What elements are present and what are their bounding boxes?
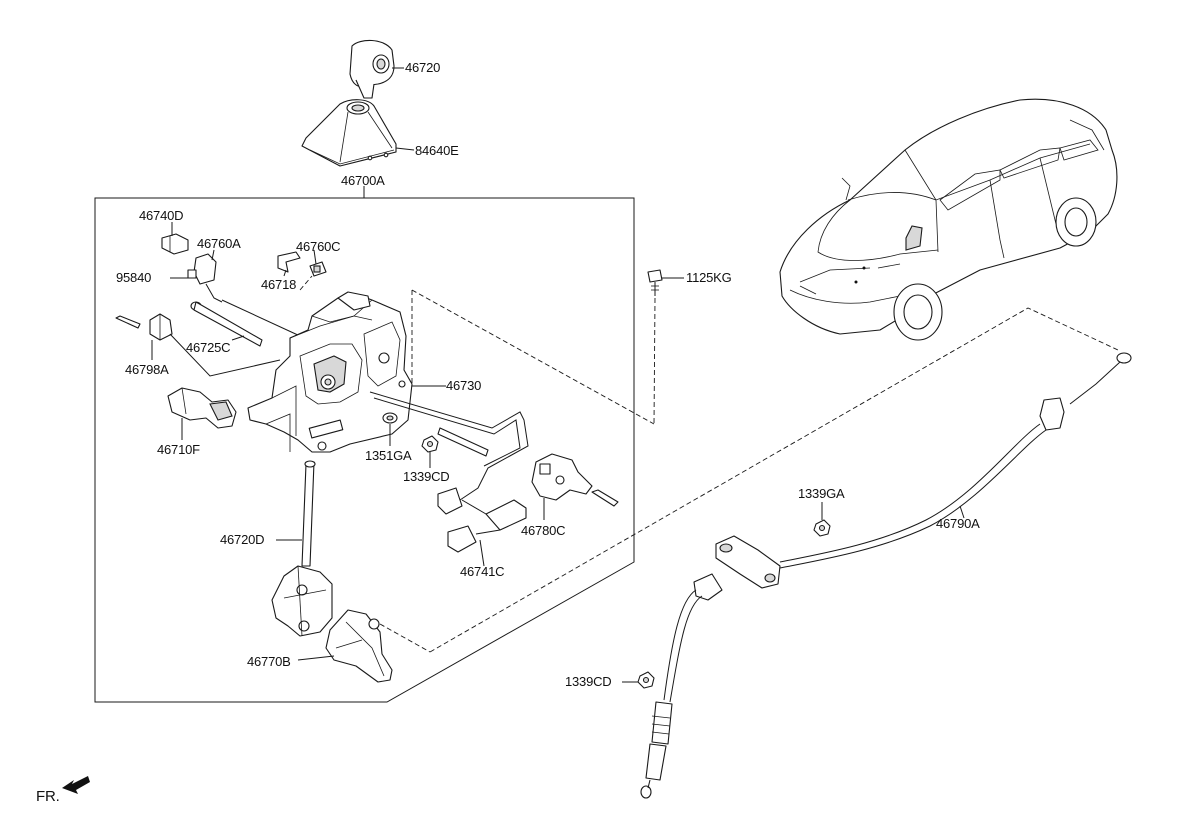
dashed-guide-cable bbox=[429, 307, 1119, 653]
assembly-border bbox=[94, 197, 635, 703]
shifter-housing-part bbox=[247, 291, 446, 453]
label-95840: 95840 bbox=[116, 270, 152, 285]
bracket-46798A-part bbox=[115, 313, 281, 377]
bracket-46770B-part bbox=[297, 609, 431, 683]
clip-46718-part bbox=[277, 251, 301, 277]
bolt-1125KG-part bbox=[647, 269, 684, 425]
car-illustration bbox=[779, 98, 1118, 341]
front-direction-label: FR. bbox=[36, 788, 60, 805]
label-46760C: 46760C bbox=[296, 239, 341, 254]
pin-46725C-part bbox=[190, 301, 263, 347]
label-46718: 46718 bbox=[261, 277, 297, 292]
label-46725C: 46725C bbox=[186, 340, 231, 355]
nut-1339CD-lower-part bbox=[622, 671, 655, 689]
label-46741C: 46741C bbox=[460, 564, 505, 579]
label-46798A: 46798A bbox=[125, 362, 169, 377]
connector-46741C-part bbox=[437, 487, 527, 567]
label-46720: 46720 bbox=[405, 60, 441, 75]
label-46740D: 46740D bbox=[139, 208, 184, 223]
washer-1351GA-part bbox=[382, 412, 398, 446]
bracket-46710F-part bbox=[167, 387, 237, 440]
dashed-guide-upper bbox=[411, 289, 655, 425]
label-1339CD-upper: 1339CD bbox=[403, 469, 450, 484]
label-46710F: 46710F bbox=[157, 442, 200, 457]
label-1339CD-lower: 1339CD bbox=[565, 674, 612, 689]
label-46770B: 46770B bbox=[247, 654, 291, 669]
label-46760A: 46760A bbox=[197, 236, 241, 251]
nut-1339CD-upper-part bbox=[421, 435, 439, 468]
shift-boot-cover-part bbox=[301, 99, 415, 167]
shift-knob-part bbox=[349, 39, 404, 99]
link-rod-part bbox=[369, 391, 529, 501]
label-46790A: 46790A bbox=[936, 516, 980, 531]
label-46720D: 46720D bbox=[220, 532, 265, 547]
sensor-46780C-part bbox=[531, 453, 619, 520]
lower-lever-part bbox=[271, 565, 333, 637]
label-46700A: 46700A bbox=[341, 173, 385, 188]
switch-46760A-part bbox=[170, 249, 301, 337]
label-46780C: 46780C bbox=[521, 523, 566, 538]
label-1125KG: 1125KG bbox=[686, 270, 732, 285]
shift-cable-part bbox=[640, 352, 1132, 799]
nut-1339GA-part bbox=[813, 502, 831, 537]
label-1339GA: 1339GA bbox=[798, 486, 845, 501]
front-arrow-icon bbox=[62, 776, 90, 794]
bracket-46740D-part bbox=[161, 222, 189, 255]
clip-46760C-part bbox=[299, 249, 327, 291]
label-84640E: 84640E bbox=[415, 143, 459, 158]
shift-rod-part bbox=[276, 460, 316, 567]
label-1351GA: 1351GA bbox=[365, 448, 412, 463]
label-46730: 46730 bbox=[446, 378, 482, 393]
